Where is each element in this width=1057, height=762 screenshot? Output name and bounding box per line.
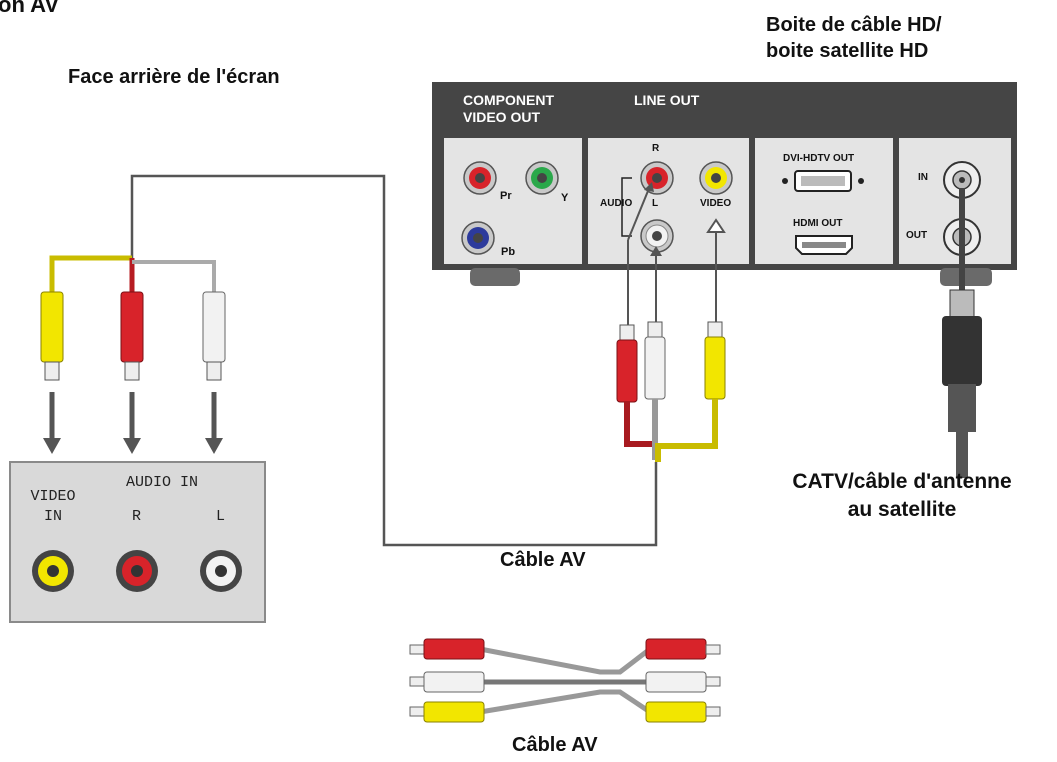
tv-back-label: Face arrière de l'écran <box>68 66 280 88</box>
line-out-header: LINE OUT <box>634 92 700 108</box>
jack-audio-l <box>640 219 674 253</box>
tv-video-in-line2: IN <box>43 508 62 525</box>
page-title-fragment: on AV <box>0 0 60 17</box>
box-title-line1: Boite de câble HD/ <box>766 14 942 36</box>
av-cable-illustration <box>409 638 721 723</box>
tv-av-cable <box>40 255 226 454</box>
tv-video-in-line1: VIDEO <box>30 488 76 505</box>
dvi-port <box>782 170 864 192</box>
catv-line2: au satellite <box>847 498 957 521</box>
tv-panel <box>9 461 266 623</box>
jack-video <box>699 161 733 195</box>
video-label: VIDEO <box>700 198 732 209</box>
tv-video-in-label: VIDEO IN <box>20 487 86 527</box>
box-title: Boite de câble HD/ boite satellite HD <box>766 12 942 64</box>
pr-label: Pr <box>500 190 512 202</box>
component-header-line2: VIDEO OUT <box>463 109 541 125</box>
tv-jack-audio-r <box>116 550 158 592</box>
dvi-label: DVI-HDTV OUT <box>783 153 855 164</box>
hdmi-label: HDMI OUT <box>793 218 843 229</box>
box-foot-right <box>940 268 992 286</box>
audio-label: AUDIO <box>600 198 633 209</box>
audio-bracket <box>621 177 632 237</box>
box-title-line2: boite satellite HD <box>766 40 929 62</box>
tv-jack-video <box>32 550 74 592</box>
y-label: Y <box>561 192 569 204</box>
jack-pb <box>461 221 495 255</box>
component-header: COMPONENT VIDEO OUT <box>463 92 554 126</box>
l-label: L <box>652 198 659 209</box>
jack-pr <box>463 161 497 195</box>
tv-jack-audio-l <box>200 550 242 592</box>
tv-audio-in-label: AUDIO IN <box>126 474 199 491</box>
box-foot-left <box>470 268 520 286</box>
cable-av-label-bottom: Câble AV <box>512 734 598 756</box>
jack-y <box>525 161 559 195</box>
r-label: R <box>652 143 660 154</box>
av-cable-run <box>130 174 658 547</box>
rf-in-jack <box>943 161 981 199</box>
component-header-line1: COMPONENT <box>463 92 554 108</box>
hdmi-port <box>795 235 853 255</box>
catv-label: CATV/câble d'antenne au satellite <box>757 468 1047 524</box>
rf-out-label: OUT <box>906 230 928 241</box>
pb-label: Pb <box>501 246 516 258</box>
box-av-cable <box>616 182 726 462</box>
tv-audio-l-label: L <box>216 508 226 525</box>
set-top-box <box>432 82 1017 286</box>
catv-line1: CATV/câble d'antenne <box>792 470 1012 493</box>
cable-av-label-top: Câble AV <box>500 549 586 571</box>
antenna-cable <box>942 188 982 478</box>
tv-audio-r-label: R <box>132 508 142 525</box>
rf-in-label: IN <box>918 172 928 183</box>
